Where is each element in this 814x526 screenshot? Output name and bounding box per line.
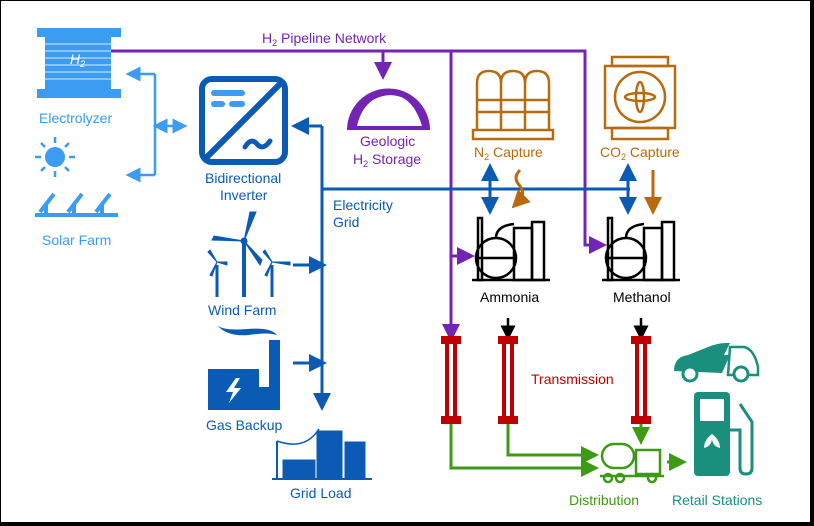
storage-label-1: Geologic	[360, 133, 415, 149]
distribution-flows	[449, 424, 687, 477]
methanol-plant-icon	[602, 216, 680, 282]
sun-icon	[35, 137, 75, 177]
pipeline-label: H2 Pipeline Network	[262, 30, 387, 48]
solar-panels-icon	[35, 192, 118, 217]
inverter-label-1: Bidirectional	[205, 170, 281, 186]
svg-text:H2: H2	[70, 51, 85, 69]
pipe-1	[441, 336, 461, 424]
grid-load-label: Grid Load	[290, 485, 351, 501]
solar-electrolyzer-bus	[125, 66, 188, 183]
inverter-icon	[199, 76, 288, 165]
electricity-grid-label-2: Grid	[333, 214, 359, 230]
tanker-truck-icon	[600, 442, 664, 484]
n2-flow-arrow	[511, 168, 531, 209]
gas-backup-label: Gas Backup	[206, 417, 282, 433]
ammonia-plant-icon	[472, 216, 550, 282]
fuel-pump-icon	[694, 392, 754, 476]
electricity-grid-label-1: Electricity	[333, 197, 393, 213]
storage-label-2: H2 Storage	[353, 151, 421, 169]
electrolyzer-label: Electrolyzer	[39, 110, 112, 126]
distribution-label: Distribution	[569, 492, 639, 508]
solar-farm-label: Solar Farm	[42, 232, 111, 248]
retail-stations-label: Retail Stations	[672, 492, 762, 508]
wind-farm-label: Wind Farm	[208, 302, 276, 318]
transmission-pipes	[441, 336, 651, 424]
n2-capture-label: N2 Capture	[474, 144, 543, 162]
co2-capture-label: CO2 Capture	[600, 144, 680, 162]
grid-load-icon	[272, 428, 372, 480]
ammonia-label: Ammonia	[480, 289, 539, 305]
n2-capture-icon	[471, 69, 555, 141]
methanol-label: Methanol	[613, 289, 671, 305]
electric-car-icon	[674, 343, 760, 383]
pipe-3	[631, 336, 651, 424]
electricity-grid	[291, 117, 637, 411]
pipe-2	[498, 336, 518, 424]
geologic-storage-icon	[347, 88, 430, 130]
gas-plant-icon	[208, 325, 280, 410]
electrolyzer-icon: H2	[37, 28, 121, 98]
h2-pipeline-network	[108, 49, 607, 342]
co2-capture-icon	[603, 55, 677, 141]
inverter-label-2: Inverter	[220, 187, 268, 203]
transmission-label: Transmission	[531, 371, 614, 387]
wind-farm-icon	[207, 211, 291, 297]
